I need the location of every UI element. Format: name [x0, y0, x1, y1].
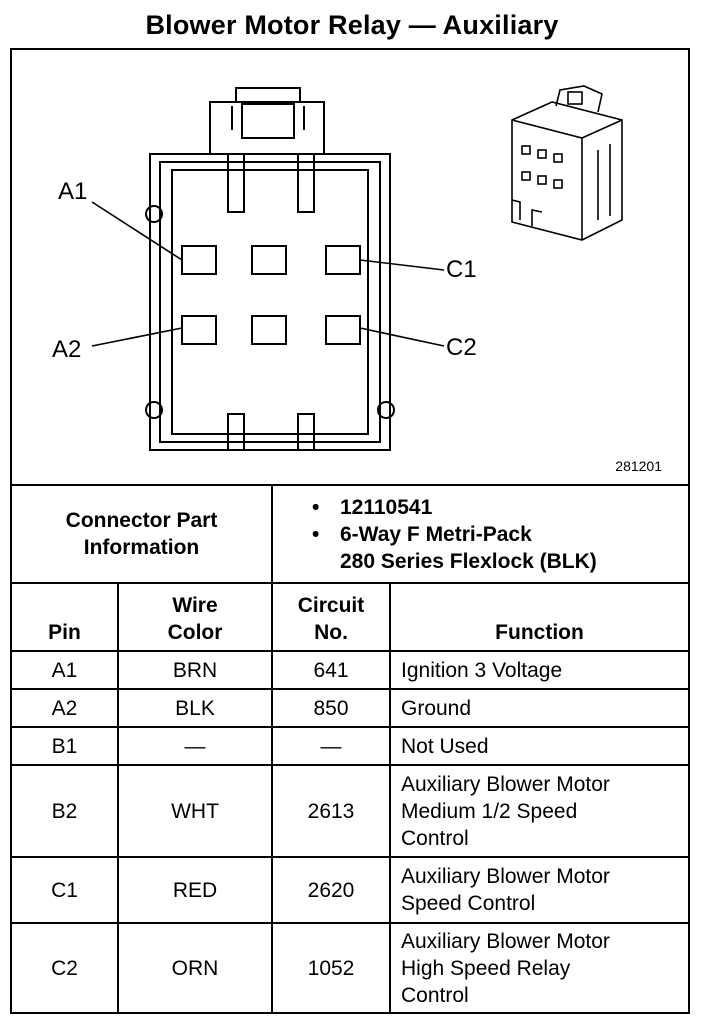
header-wire-color: Wire Color	[117, 584, 273, 652]
table-row: C1 RED 2620 Auxiliary Blower Motor Speed…	[12, 856, 688, 924]
cell-wire-color: BRN	[117, 650, 273, 690]
table-row: B2 WHT 2613 Auxiliary Blower Motor Mediu…	[12, 764, 688, 858]
connector-type-line1: 6-Way F Metri-Pack	[340, 523, 532, 546]
cell-function: Auxiliary Blower Motor High Speed Relay …	[389, 922, 688, 1013]
cell-circuit: 850	[271, 688, 391, 728]
cavity-a2	[181, 315, 217, 345]
connector-info-label: Connector Part Information	[12, 486, 273, 582]
table-row: C2 ORN 1052 Auxiliary Blower Motor High …	[12, 922, 688, 1013]
cell-wire-color: —	[117, 726, 273, 766]
pin-label-c2: C2	[446, 334, 477, 361]
header-circuit-no: Circuit No.	[271, 584, 391, 652]
figure-number: 281201	[615, 458, 662, 474]
cell-wire-color: BLK	[117, 688, 273, 728]
connector-info-label-line1: Connector Part	[65, 509, 218, 532]
cell-circuit: 2620	[271, 856, 391, 924]
cell-pin: B1	[12, 726, 119, 766]
header-pin: Pin	[12, 584, 119, 652]
connector-type-item: 6-Way F Metri-Pack 280 Series Flexlock (…	[312, 521, 597, 575]
cell-function: Not Used	[389, 726, 688, 766]
pin-label-a2: A2	[52, 336, 82, 363]
page-title: Blower Motor Relay — Auxiliary	[145, 10, 559, 40]
pin-label-c1: C1	[446, 256, 477, 283]
part-number: 12110541	[340, 496, 433, 519]
connector-iso-view-icon	[511, 85, 623, 241]
cell-pin: A1	[12, 650, 119, 690]
table-row: A1 BRN 641 Ignition 3 Voltage	[12, 650, 688, 690]
connector-diagram: A1 A2 C1 C2 281201	[12, 50, 688, 486]
connector-info-list: 12110541 6-Way F Metri-Pack 280 Series F…	[312, 494, 597, 575]
cell-circuit: 641	[271, 650, 391, 690]
table-row: A2 BLK 850 Ground	[12, 688, 688, 728]
header-function: Function	[389, 584, 688, 652]
cell-circuit: —	[271, 726, 391, 766]
cell-pin: C2	[12, 922, 119, 1013]
cell-pin: C1	[12, 856, 119, 924]
cell-function: Ground	[389, 688, 688, 728]
cell-wire-color: WHT	[117, 764, 273, 858]
cell-wire-color: ORN	[117, 922, 273, 1013]
connector-sheet: A1 A2 C1 C2 281201 Connector Part Inform…	[10, 48, 690, 1014]
leader-lines	[91, 201, 445, 347]
connector-face-drawing	[91, 85, 623, 451]
cavity-c1	[325, 245, 361, 275]
pin-table: Pin Wire Color Circuit No. Function A1 B…	[12, 584, 688, 1013]
cell-function: Auxiliary Blower Motor Medium 1/2 Speed …	[389, 764, 688, 858]
table-header-row: Pin Wire Color Circuit No. Function	[12, 584, 688, 652]
cell-wire-color: RED	[117, 856, 273, 924]
cell-function: Auxiliary Blower Motor Speed Control	[389, 856, 688, 924]
connector-body	[145, 153, 395, 451]
cell-pin: B2	[12, 764, 119, 858]
connector-info-label-line2: Information	[83, 536, 200, 559]
cell-circuit: 1052	[271, 922, 391, 1013]
connector-type-line2: 280 Series Flexlock (BLK)	[340, 550, 597, 573]
cavity-b2	[251, 315, 287, 345]
cell-pin: A2	[12, 688, 119, 728]
connector-latch	[209, 87, 325, 154]
connector-part-info: Connector Part Information 12110541 6-Wa…	[12, 486, 688, 584]
table-row: B1 — — Not Used	[12, 726, 688, 766]
cell-circuit: 2613	[271, 764, 391, 858]
cavity-a1	[181, 245, 217, 275]
terminal-cavities	[181, 245, 361, 345]
cavity-c2	[325, 315, 361, 345]
part-number-item: 12110541	[312, 494, 597, 521]
cell-function: Ignition 3 Voltage	[389, 650, 688, 690]
pin-label-a1: A1	[58, 178, 88, 205]
cavity-b1	[251, 245, 287, 275]
